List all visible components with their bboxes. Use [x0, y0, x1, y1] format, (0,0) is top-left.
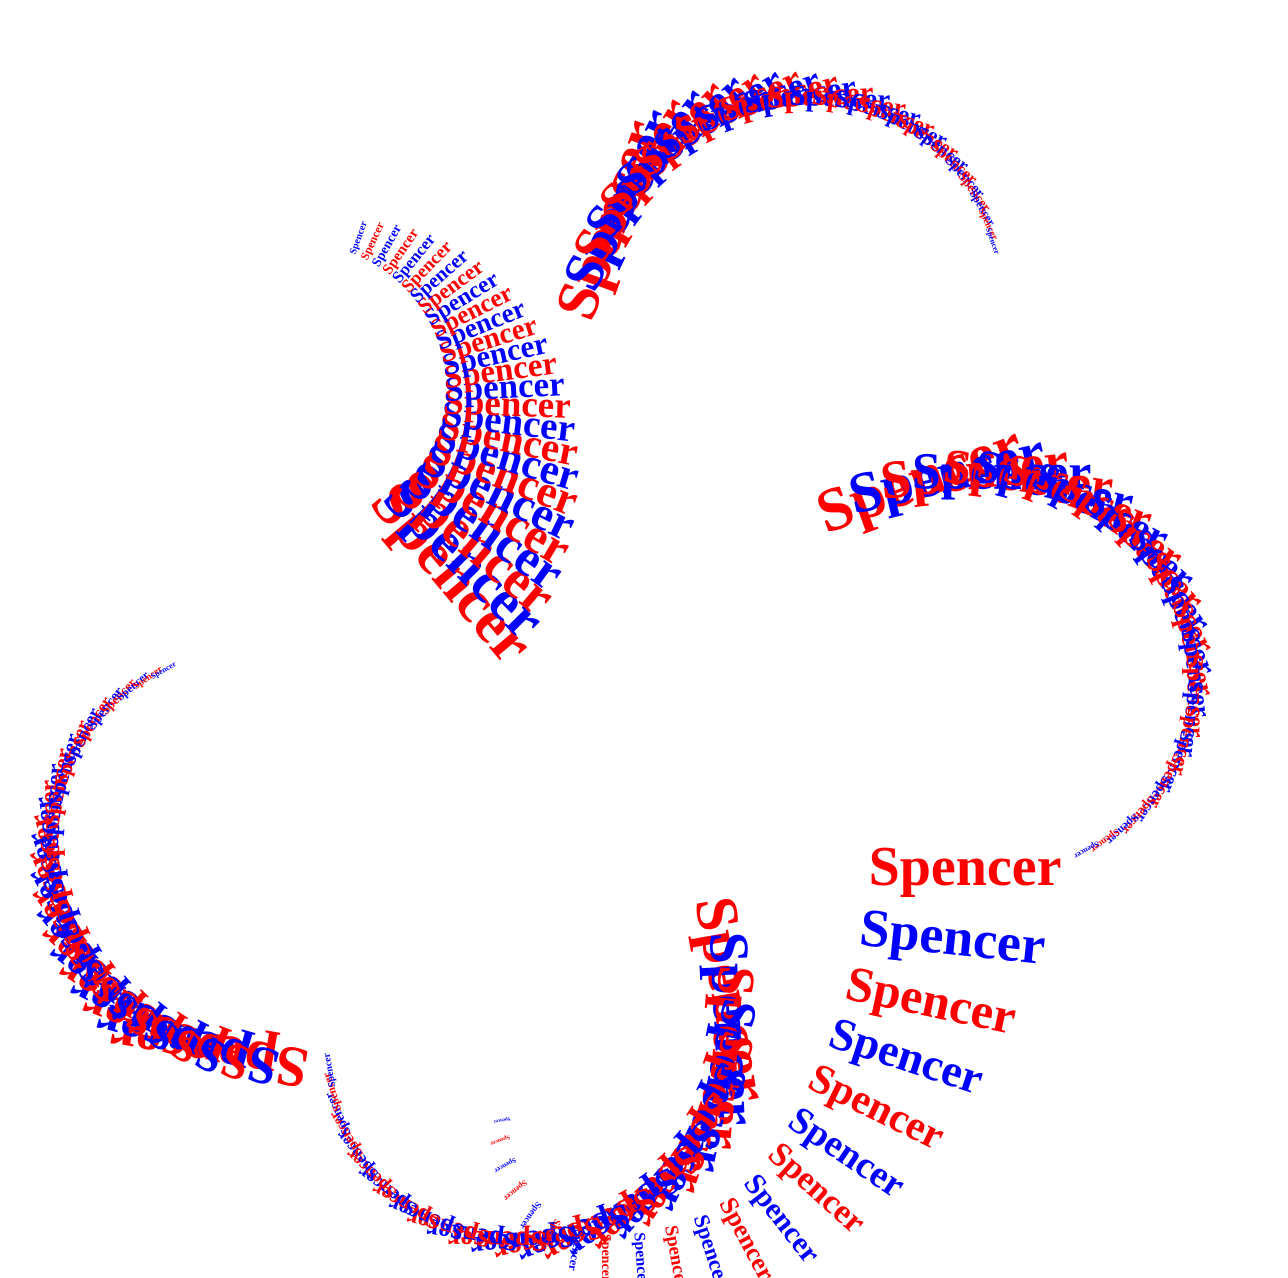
spencer-word: Spencer	[492, 1115, 511, 1123]
spencer-word: Spencer	[697, 930, 768, 1126]
spencer-word: Spencer	[502, 1178, 529, 1203]
spencer-word: Spencer	[693, 964, 767, 1152]
spencer-word: Spencer	[766, 74, 875, 114]
spencer-word: Spencer	[37, 763, 70, 850]
spencer-word: Spencer	[1072, 839, 1101, 861]
spencer-word: Spencer	[660, 1224, 692, 1278]
spencer-word: Spencer	[1181, 654, 1210, 738]
word-art-marks: SpencerSpencerSpencerSpencerSpencerSpenc…	[17, 56, 1223, 1278]
spencer-word: Spencer	[630, 1232, 651, 1278]
spencer-word: Spencer	[984, 226, 1002, 255]
spencer-word: Spencer	[869, 836, 1062, 898]
spencer-word: Spencer	[447, 1224, 546, 1256]
spencer-word: Spencer	[912, 443, 1092, 501]
spencer-word: Spencer	[443, 364, 565, 409]
spencer-word: Spencer	[789, 79, 891, 116]
spencer-word: Spencer	[489, 1133, 511, 1146]
spencer-word: Spencer	[149, 659, 178, 681]
spencer-word: Spencer	[493, 1156, 518, 1175]
spencer-word: Spencer	[598, 1234, 613, 1278]
spencer-word: Spencer	[443, 381, 572, 426]
spencer-word: Spencer	[33, 779, 66, 872]
